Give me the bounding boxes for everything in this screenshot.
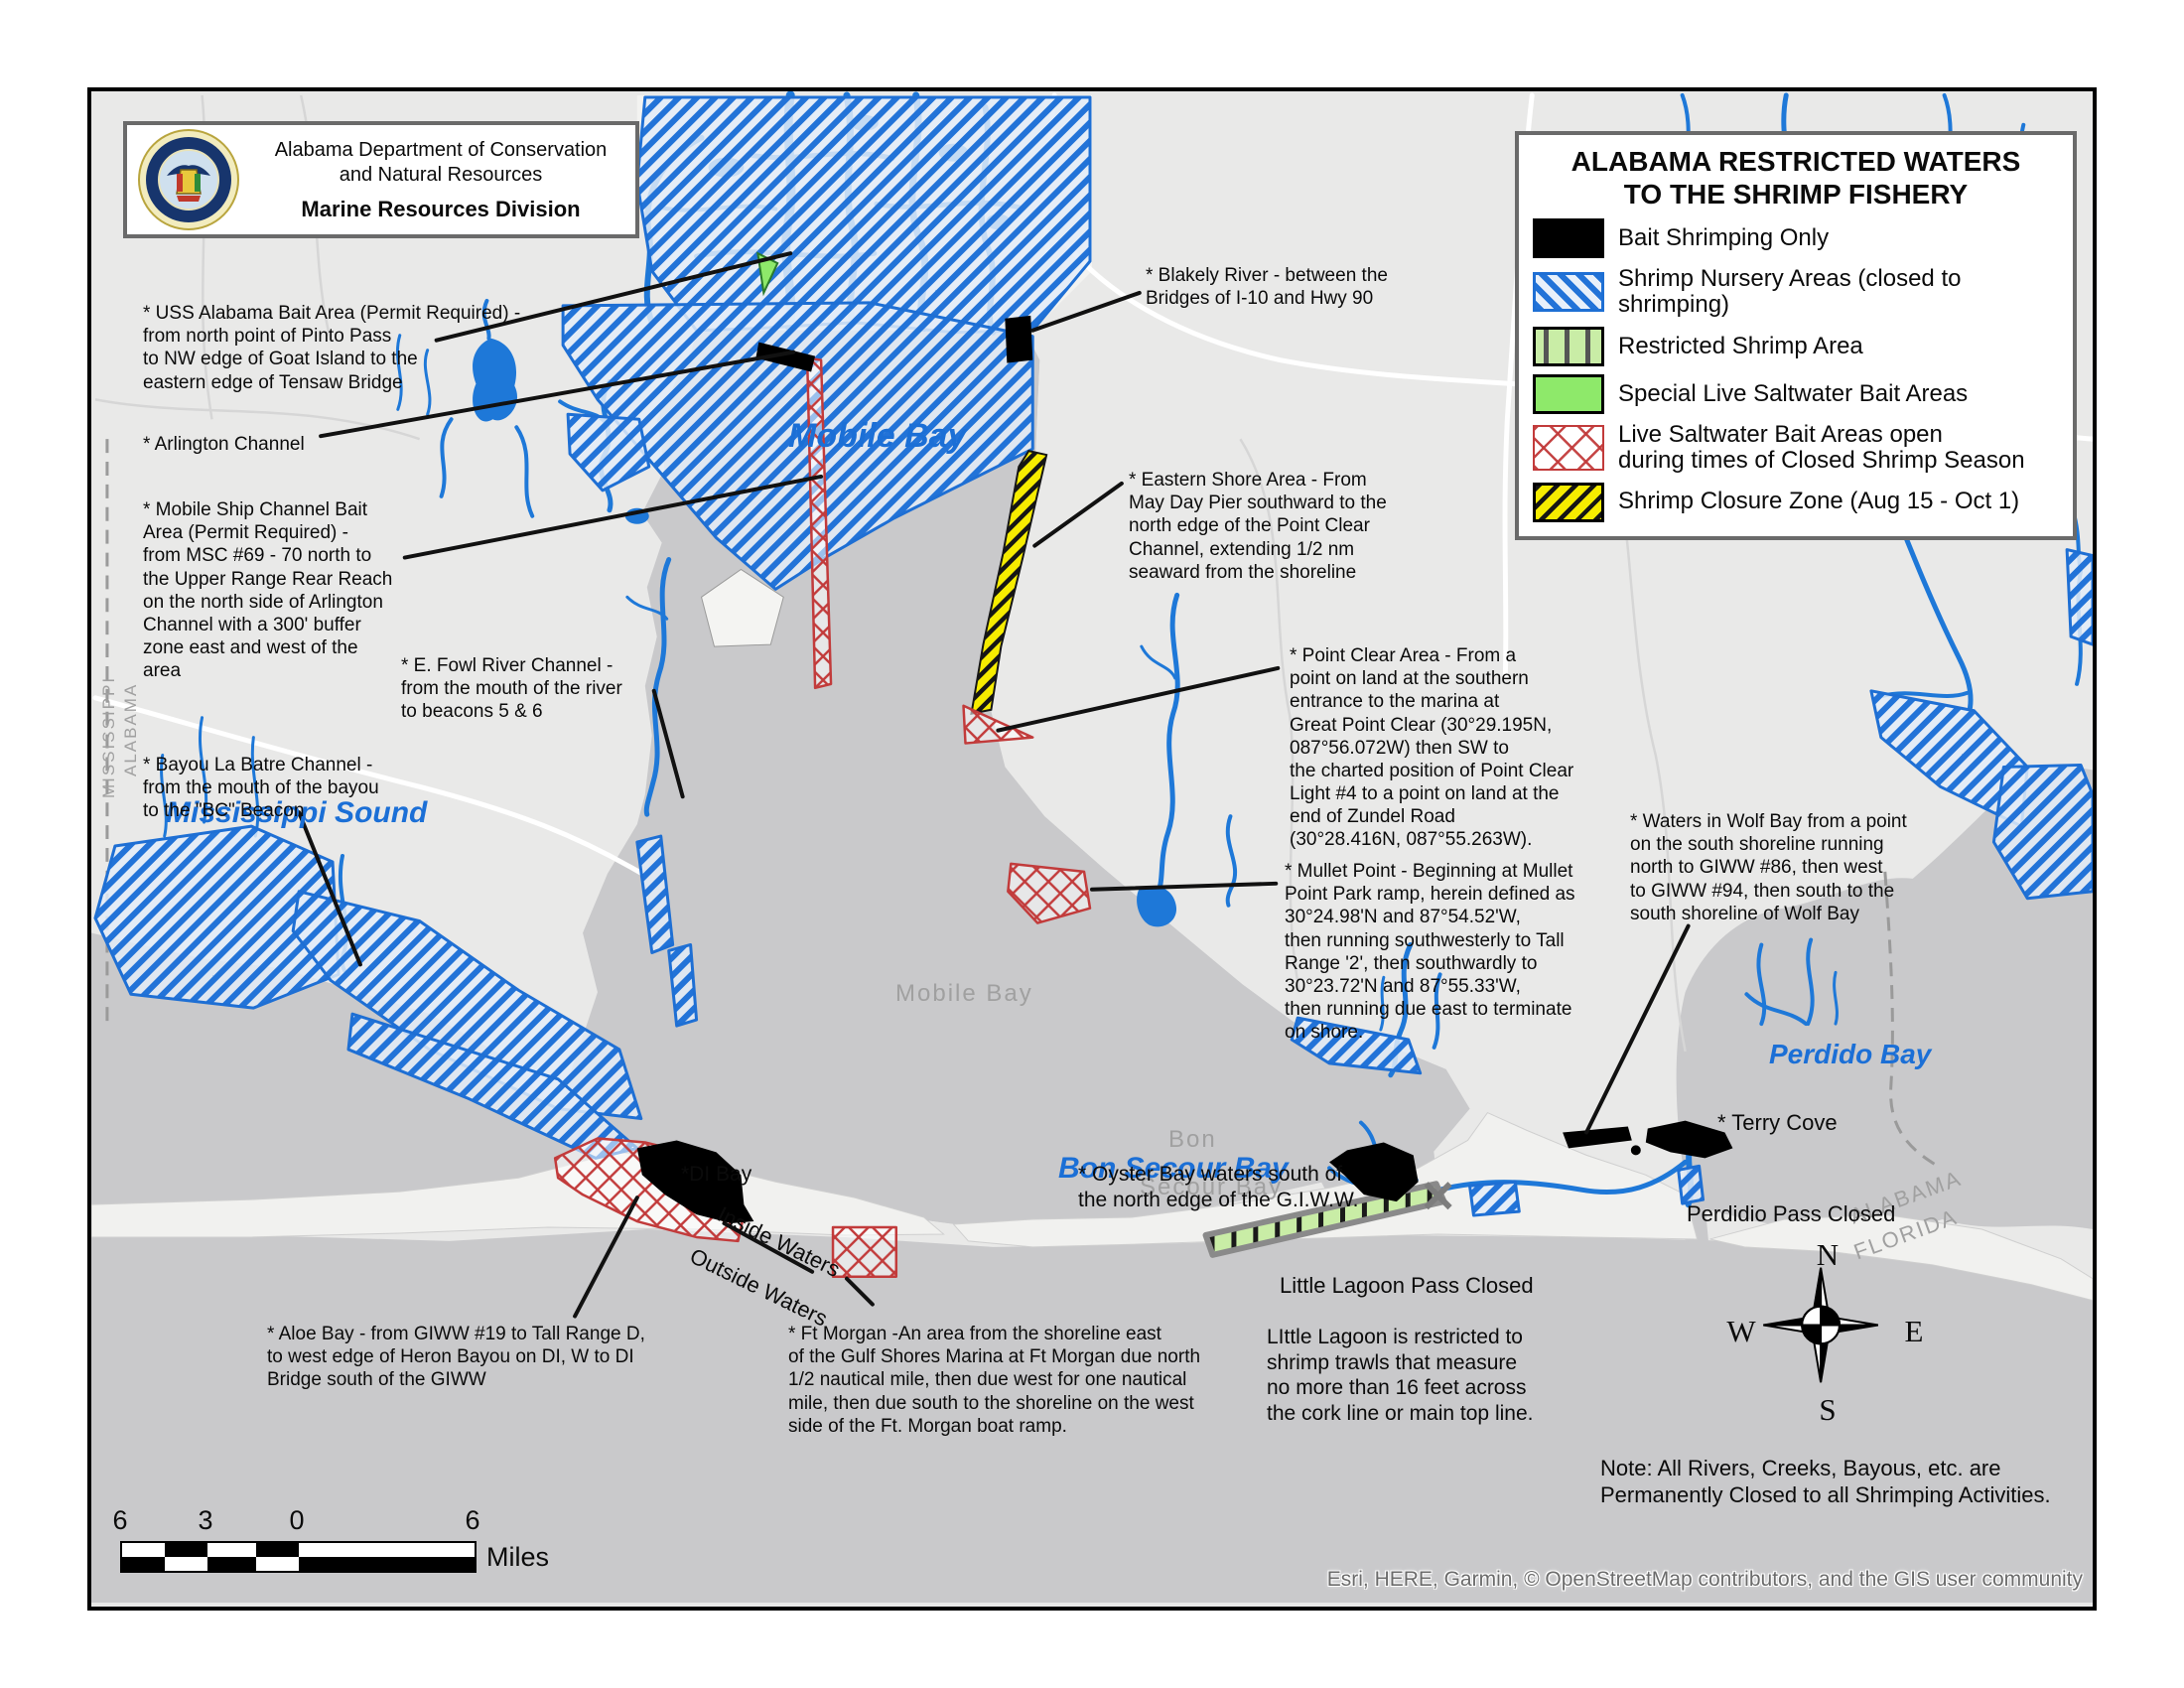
nursery-dog-river (566, 412, 651, 492)
legend-item-restricted: Restricted Shrimp Area (1533, 326, 2059, 366)
black-di-bay (636, 1140, 754, 1224)
perdido-bay-water (1676, 765, 2093, 1229)
compass-e: E (1904, 1314, 1924, 1348)
basemap-label-mississippi-left: MISSISSIPPI (99, 675, 118, 798)
closure-zone-eastern-shore (970, 449, 1048, 715)
annotation-mobile-ship: * Mobile Ship Channel Bait Area (Permit … (143, 499, 393, 682)
nursery-sound-west (93, 824, 341, 1010)
legend-label: Live Saltwater Bait Areas open during ti… (1618, 420, 2025, 475)
perdido-key (1709, 1213, 2093, 1302)
annotation-blakely: * Blakely River - between the Bridges of… (1146, 265, 1388, 310)
agency-seal-icon (138, 129, 239, 230)
scale-bar (120, 1541, 477, 1573)
annotation-arlington: * Arlington Channel (143, 434, 305, 455)
label-mississippi-sound: Mississippi Sound (166, 796, 428, 829)
scale-label-0: 0 (289, 1505, 305, 1535)
annotation-uss-alabama: * USS Alabama Bait Area (Permit Required… (143, 303, 521, 393)
map-note: Note: All Rivers, Creeks, Bayous, etc. a… (1600, 1456, 2051, 1507)
annotation-di-bay: *DI Bay (681, 1163, 752, 1186)
compass-s: S (1819, 1392, 1837, 1427)
legend-label: Shrimp Nursery Areas (closed to shrimpin… (1618, 265, 1962, 319)
annotation-aloe-bay: * Aloe Bay - from GIWW #19 to Tall Range… (267, 1324, 645, 1391)
basemap (91, 91, 2093, 1604)
compass-n: N (1816, 1237, 1840, 1272)
annotation-wolf-bay: * Waters in Wolf Bay from a point on the… (1630, 811, 1907, 924)
black-terry-cove (1645, 1120, 1733, 1159)
agency-header-box: Alabama Department of Conservation and N… (123, 121, 639, 238)
annotation-perdidio-pass: Perdidio Pass Closed (1687, 1201, 1896, 1226)
annotation-e-fowl: * E. Fowl River Channel - from the mouth… (401, 655, 622, 723)
legend-label: Restricted Shrimp Area (1618, 332, 1863, 359)
legend-item-bait-only: Bait Shrimping Only (1533, 218, 2059, 259)
basemap-label-alabama-left: ALABAMA (121, 682, 140, 776)
legend-label: Special Live Saltwater Bait Areas (1618, 379, 1969, 407)
nursery-little-lagoon-east (1467, 1180, 1521, 1217)
basemap-label-secour-bay: Secour Bay (1140, 1174, 1284, 1200)
annotation-bayou-la-batre: * Bayou La Batre Channel - from the mout… (143, 755, 379, 822)
scale-label-6-right: 6 (465, 1505, 480, 1535)
nursery-right-edge (2065, 548, 2093, 646)
legend-item-nursery: Shrimp Nursery Areas (closed to shrimpin… (1533, 265, 2059, 319)
legend-label: Shrimp Closure Zone (Aug 15 - Oct 1) (1618, 488, 2020, 515)
legend-label: Bait Shrimping Only (1618, 223, 1830, 251)
division-name: Marine Resources Division (301, 196, 581, 221)
nursery-bon-secour (1290, 1016, 1423, 1075)
nursery-perdido-pass (1677, 1164, 1706, 1205)
label-perdido-bay: Perdido Bay (1769, 1039, 1932, 1069)
annotation-eastern-shore: * Eastern Shore Area - From May Day Pier… (1129, 470, 1387, 583)
swatch-special-bait (1533, 373, 1604, 414)
annotation-oyster-bay: * Oyster Bay waters south of the north e… (1078, 1163, 1359, 1211)
nursery-wolf-big (1991, 763, 2093, 901)
scale-unit: Miles (486, 1542, 550, 1572)
scale-label-3: 3 (198, 1505, 213, 1535)
inside-outside-divider (722, 1221, 815, 1274)
map-attribution: Esri, HERE, Garmin, © OpenStreetMap cont… (1326, 1568, 2083, 1591)
leader-lines-layer (297, 251, 1691, 1319)
nursery-delta (635, 95, 1092, 335)
legend-box: ALABAMA RESTRICTED WATERS TO THE SHRIMP … (1515, 131, 2077, 540)
swatch-closure-zone (1533, 482, 1604, 522)
nursery-fowl-1 (635, 834, 675, 954)
swatch-nursery (1533, 272, 1604, 313)
map-canvas: Alabama Department of Conservation and N… (87, 87, 2097, 1611)
legend-item-closure-zone: Shrimp Closure Zone (Aug 15 - Oct 1) (1533, 482, 2059, 522)
annotation-mullet-point: * Mullet Point - Beginning at Mullet Poi… (1285, 861, 1575, 1044)
swatch-bait-only (1533, 218, 1604, 259)
annotation-terry-cove: * Terry Cove (1717, 1110, 1838, 1135)
black-blakely (1005, 315, 1033, 363)
annotation-little-lagoon-restricted: LIttle Lagoon is restricted to shrimp tr… (1267, 1326, 1534, 1425)
basemap-label-bon: Bon (1168, 1126, 1217, 1153)
bait-ship-channel-strip (805, 356, 833, 690)
gaillard-island (700, 568, 784, 647)
basemap-label-mobile-bay: Mobile Bay (895, 980, 1033, 1007)
bait-only-areas-layer (636, 315, 1733, 1224)
legend-item-open-bait: Live Saltwater Bait Areas open during ti… (1533, 420, 2059, 475)
little-lagoon-x-mark (1424, 1182, 1452, 1210)
scale-label-6-left: 6 (112, 1505, 128, 1535)
black-wolf-marker (1563, 1126, 1632, 1149)
agency-name: Alabama Department of Conservation and N… (274, 138, 608, 186)
bait-ft-morgan (831, 1225, 898, 1278)
legend-title: ALABAMA RESTRICTED WATERS TO THE SHRIMP … (1570, 146, 2021, 211)
black-oyster-bay (1329, 1142, 1419, 1202)
legend-item-special-bait: Special Live Saltwater Bait Areas (1533, 373, 2059, 414)
gulf-water (91, 1228, 2093, 1604)
nursery-fowl-2 (667, 943, 699, 1028)
bait-mullet-point (1007, 862, 1092, 924)
label-bon-secour-bay: Bon Secour Bay (1058, 1152, 1289, 1185)
nursery-upper-bay (561, 301, 1034, 591)
bait-point-clear (962, 704, 1034, 745)
swatch-restricted (1533, 326, 1604, 366)
black-arlington (755, 342, 816, 372)
swatch-open-bait (1533, 425, 1604, 472)
annotation-point-clear: * Point Clear Area - From a point on lan… (1290, 645, 1574, 851)
label-mobile-bay: Mobile Bay (788, 417, 967, 455)
annotation-little-lagoon-pass: Little Lagoon Pass Closed (1280, 1273, 1534, 1298)
annotation-ft-morgan: * Ft Morgan -An area from the shoreline … (788, 1324, 1201, 1437)
compass-rose (1763, 1267, 1879, 1383)
compass-w: W (1726, 1314, 1756, 1348)
